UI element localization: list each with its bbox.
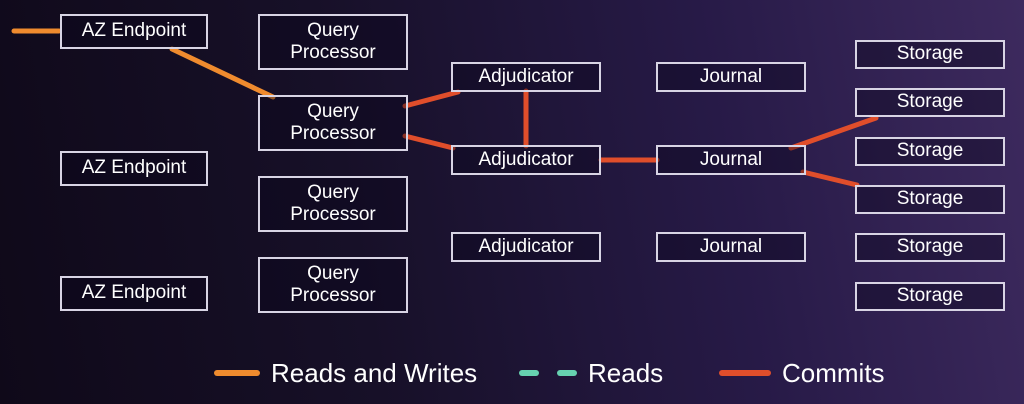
reads-dashed-line-swatch [519, 370, 577, 376]
node-storage-5: Storage [855, 233, 1005, 262]
node-journal-1: Journal [656, 62, 806, 92]
node-label: Adjudicator [478, 148, 574, 170]
node-query-processor-3: Query Processor [258, 176, 408, 232]
node-storage-1: Storage [855, 40, 1005, 69]
edge-query-processor-2-to-adjudicator-2 [402, 133, 456, 151]
node-query-processor-1: Query Processor [258, 14, 408, 70]
node-storage-3: Storage [855, 137, 1005, 166]
legend-item-commits: Commits [718, 356, 885, 390]
node-az-endpoint-1: AZ Endpoint [60, 14, 208, 49]
node-adjudicator-2: Adjudicator [451, 145, 601, 175]
node-label: Journal [699, 148, 763, 170]
node-label: Adjudicator [478, 65, 574, 87]
node-storage-2: Storage [855, 88, 1005, 117]
node-label: Journal [699, 235, 763, 257]
node-label: Storage [896, 188, 964, 210]
node-label: Query Processor [290, 19, 376, 63]
node-journal-3: Journal [656, 232, 806, 262]
node-journal-2: Journal [656, 145, 806, 175]
edge-journal-2-to-storage-2 [788, 115, 879, 151]
node-az-endpoint-3: AZ Endpoint [60, 276, 208, 311]
node-label: Query Processor [290, 181, 376, 225]
node-label: Storage [896, 236, 964, 258]
legend-label-commits: Commits [782, 357, 885, 388]
node-adjudicator-1: Adjudicator [451, 62, 601, 92]
node-label: Adjudicator [478, 235, 574, 257]
legend-item-reads-and-writes: Reads and Writes [213, 356, 477, 390]
node-label: Storage [896, 285, 964, 307]
legend: Reads and Writes Reads Commits [0, 356, 1024, 392]
legend-label-reads: Reads [588, 357, 664, 388]
node-label: AZ Endpoint [81, 282, 187, 304]
node-label: Storage [896, 43, 964, 65]
node-label: Query Processor [290, 262, 376, 306]
legend-label-reads-and-writes: Reads and Writes [271, 357, 478, 388]
node-label: AZ Endpoint [81, 20, 187, 42]
node-label: AZ Endpoint [81, 157, 187, 179]
node-query-processor-2: Query Processor [258, 95, 408, 151]
node-label: Journal [699, 65, 763, 87]
node-label: Query Processor [290, 100, 376, 144]
node-label: Storage [896, 91, 964, 113]
node-storage-6: Storage [855, 282, 1005, 311]
node-storage-4: Storage [855, 185, 1005, 214]
node-az-endpoint-2: AZ Endpoint [60, 151, 208, 186]
node-adjudicator-3: Adjudicator [451, 232, 601, 262]
commits-line-swatch [719, 370, 771, 376]
legend-item-reads: Reads [518, 356, 663, 390]
edge-journal-2-to-storage-4 [800, 169, 860, 188]
edge-az-endpoint-1-to-query-processor-2 [169, 46, 276, 100]
reads-writes-line-swatch [214, 370, 260, 376]
edge-query-processor-2-to-adjudicator-1 [402, 89, 461, 109]
node-query-processor-4: Query Processor [258, 257, 408, 313]
node-label: Storage [896, 140, 964, 162]
